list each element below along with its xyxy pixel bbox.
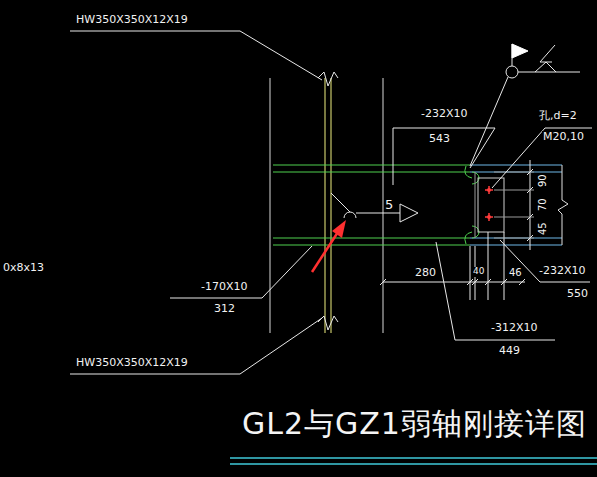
drawing-title: GL2与GZ1弱轴刚接详图: [242, 407, 587, 440]
dimension-label: 45: [537, 221, 548, 236]
dimension-label: 312: [213, 303, 236, 315]
dimension-label: -232X10: [538, 265, 587, 277]
dimension-label: 5: [384, 198, 394, 212]
dimension-label: 280: [414, 267, 437, 279]
dimension-label: -170X10: [200, 281, 249, 293]
dimension-label: 449: [498, 345, 521, 357]
dimension-label: HW350X350X12X19: [75, 14, 189, 26]
dimension-label: 70: [537, 197, 548, 212]
dimension-label: 0x8x13: [2, 262, 45, 274]
dimension-label: 90: [537, 173, 548, 188]
dimension-label: 550: [566, 288, 589, 300]
dimension-label: 孔,d=2: [538, 110, 578, 122]
dimension-label: 543: [428, 133, 451, 145]
dimension-label: HW350X350X12X19: [75, 357, 189, 369]
dimension-label: M20,10: [542, 131, 585, 143]
dimension-label: 46: [508, 267, 523, 278]
dimension-label: -312X10: [490, 322, 539, 334]
dimension-label: 40: [472, 267, 485, 277]
dimension-label: -232X10: [420, 108, 469, 120]
